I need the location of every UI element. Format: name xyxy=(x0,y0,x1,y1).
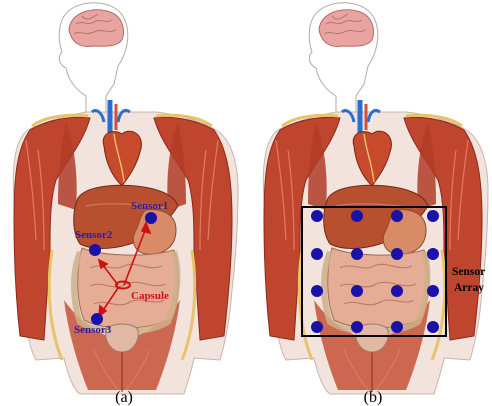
panel-a: Capsule Sensor1 Sensor2 Sensor3 (a) xyxy=(13,3,238,406)
array-sensor-dot xyxy=(391,321,403,333)
array-sensor-dot xyxy=(311,321,323,333)
caption-a: (a) xyxy=(115,389,133,406)
sensor-array-label-line1: Sensor xyxy=(452,266,485,278)
array-sensor-dot xyxy=(391,285,403,297)
array-sensor-dot xyxy=(427,285,439,297)
array-sensor-dot xyxy=(311,285,323,297)
sensor3-label: Sensor3 xyxy=(74,324,112,336)
sensor-array-label-line2: Array xyxy=(454,282,484,294)
array-sensor-dot xyxy=(351,248,363,260)
array-sensor-dot xyxy=(427,210,439,222)
capsule-label: Capsule xyxy=(131,290,169,302)
caption-b: (b) xyxy=(364,389,383,406)
sensor1-label: Sensor1 xyxy=(131,200,168,212)
sensor2-dot xyxy=(89,244,101,256)
panel-b: Sensor Array (b) xyxy=(263,3,488,406)
array-sensor-dot xyxy=(351,285,363,297)
sensor1-dot xyxy=(145,212,157,224)
array-sensor-dot xyxy=(391,248,403,260)
array-sensor-dot xyxy=(391,210,403,222)
sensor2-label: Sensor2 xyxy=(75,229,113,241)
torso-illustration-a xyxy=(13,3,238,394)
array-sensor-dot xyxy=(311,248,323,260)
array-sensor-dot xyxy=(427,248,439,260)
array-sensor-dot xyxy=(311,210,323,222)
array-sensor-dot xyxy=(351,321,363,333)
array-sensor-dot xyxy=(427,321,439,333)
array-sensor-dot xyxy=(351,210,363,222)
